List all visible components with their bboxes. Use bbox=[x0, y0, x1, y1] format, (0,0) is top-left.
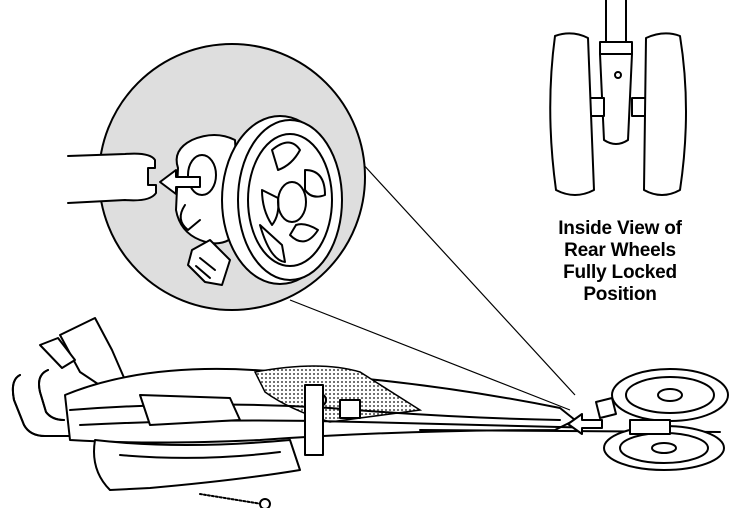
push-arrow-icon bbox=[159, 169, 201, 195]
caption-line-3: Fully Locked bbox=[563, 262, 677, 283]
callout-lines bbox=[289, 149, 576, 411]
caption-line-2: Rear Wheels bbox=[564, 240, 676, 261]
folded-stroller bbox=[11, 317, 721, 508]
inside-view-rear-wheels bbox=[549, 0, 687, 196]
inside-view-caption: Inside View of Rear Wheels Fully Locked … bbox=[530, 218, 710, 306]
caption-line-4: Position bbox=[583, 284, 657, 305]
caption-line-1: Inside View of bbox=[558, 218, 682, 239]
rear-wheel-assembly bbox=[595, 368, 729, 471]
magnifier-callout bbox=[67, 43, 366, 311]
push-arrow-icon bbox=[567, 413, 603, 435]
